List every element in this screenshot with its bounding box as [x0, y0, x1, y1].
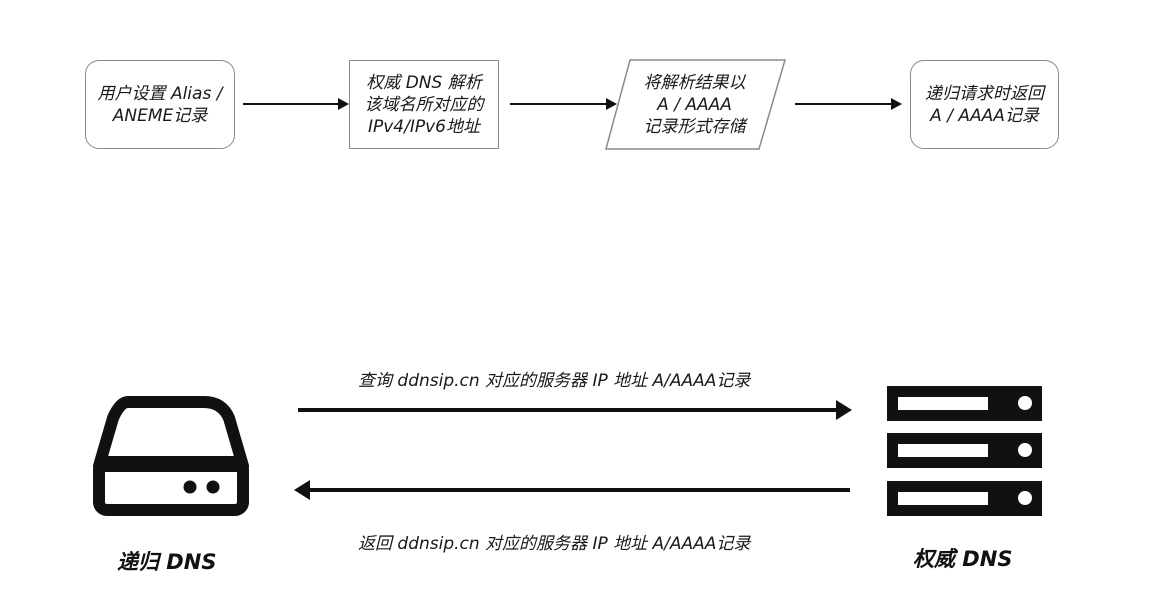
recursive-dns-label: 递归 DNS — [117, 550, 217, 574]
step2-line1: 权威 DNS 解析 — [366, 72, 482, 93]
response-arrow — [294, 480, 850, 500]
step4-node: 递归请求时返回 A / AAAA记录 — [910, 60, 1059, 149]
arrow-step3-step4 — [795, 98, 902, 110]
step1-node: 用户设置 Alias / ANEME记录 — [85, 60, 235, 149]
step1-line2: ANEME记录 — [112, 105, 208, 126]
step2-line2: 该域名所对应的 — [364, 94, 484, 115]
step1-line1: 用户设置 Alias / — [97, 83, 223, 104]
response-label: 返回 ddnsip.cn 对应的服务器 IP 地址 A/AAAA记录 — [358, 534, 751, 554]
step3-line1: 将解析结果以 — [643, 72, 746, 93]
step3-node: 将解析结果以 A / AAAA 记录形式存储 — [617, 60, 772, 149]
step2-line3: IPv4/IPv6地址 — [367, 116, 480, 137]
hard-drive-icon — [93, 396, 249, 516]
request-arrow — [298, 400, 852, 420]
step4-line1: 递归请求时返回 — [925, 83, 1044, 104]
step3-line3: 记录形式存储 — [643, 116, 746, 137]
step3-line2: A / AAAA — [657, 94, 732, 115]
authoritative-dns-label: 权威 DNS — [913, 547, 1013, 571]
step2-node: 权威 DNS 解析 该域名所对应的 IPv4/IPv6地址 — [349, 60, 499, 149]
arrow-step2-step3 — [510, 98, 617, 110]
request-label: 查询 ddnsip.cn 对应的服务器 IP 地址 A/AAAA记录 — [358, 371, 751, 391]
server-rack-icon — [887, 386, 1042, 516]
step4-line2: A / AAAA记录 — [930, 105, 1039, 126]
arrow-step1-step2 — [243, 98, 349, 110]
step3-parallelogram-shape — [605, 59, 787, 150]
